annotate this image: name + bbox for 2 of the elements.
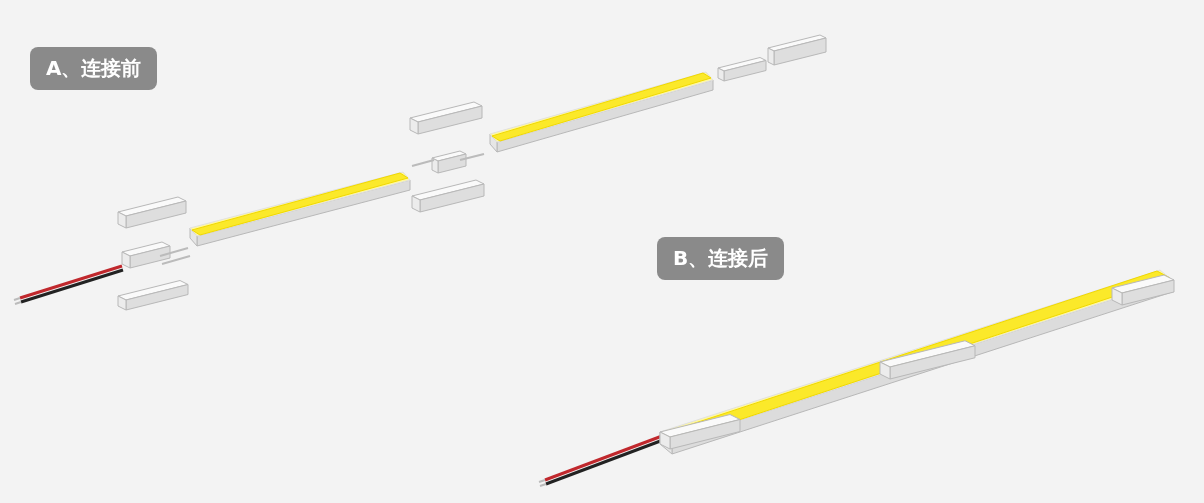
view-label: A、连接前: [30, 47, 158, 90]
view-label: B、连接后: [657, 237, 785, 280]
